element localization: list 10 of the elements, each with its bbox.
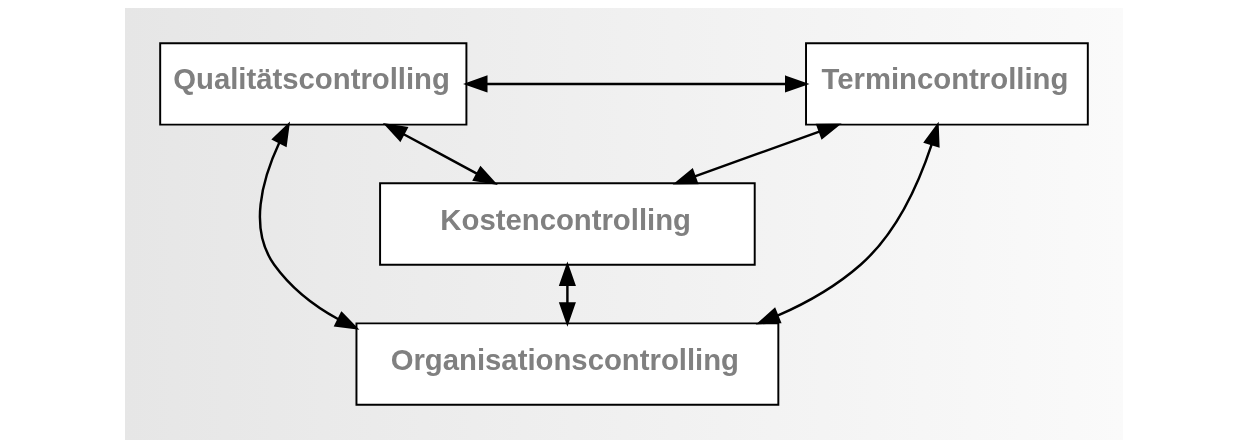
node-box: Qualitätscontrolling xyxy=(158,42,467,126)
arrow xyxy=(755,121,940,325)
node-box: Organisationscontrolling xyxy=(355,322,779,406)
arrow xyxy=(672,123,842,185)
node-box: Termincontrolling xyxy=(804,42,1089,126)
arrow xyxy=(558,261,576,327)
arrow xyxy=(462,75,809,93)
arrow xyxy=(382,123,498,185)
arrow xyxy=(258,121,359,330)
node-box: Kostencontrolling xyxy=(378,182,756,266)
